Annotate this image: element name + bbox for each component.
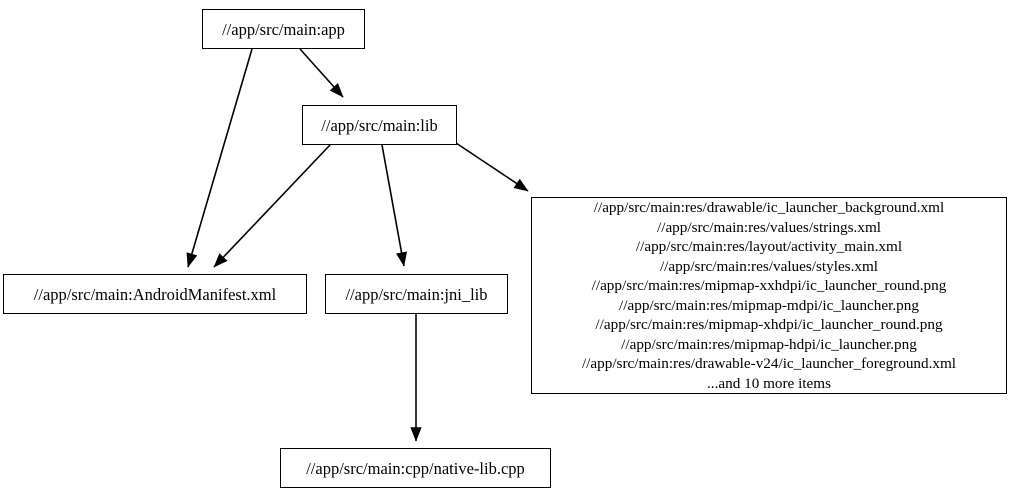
- graph-node-jni-lib[interactable]: //app/src/main:jni_lib: [325, 274, 508, 314]
- edge-lib-to-manifest: [213, 144, 331, 268]
- edge-app-to-lib: [299, 48, 344, 98]
- graph-node-android-manifest-label: //app/src/main:AndroidManifest.xml: [33, 284, 277, 304]
- edge-lib-to-jni-lib: [381, 144, 408, 267]
- edge-app-to-manifest: [186, 48, 253, 268]
- graph-node-app-label: //app/src/main:app: [222, 19, 345, 39]
- graph-node-native-lib-cpp[interactable]: //app/src/main:cpp/native-lib.cpp: [280, 448, 551, 488]
- edge-lib-to-res: [455, 142, 529, 192]
- graph-node-res-group-label: //app/src/main:res/drawable/ic_launcher_…: [581, 199, 957, 392]
- graph-node-jni-lib-label: //app/src/main:jni_lib: [345, 284, 488, 304]
- graph-node-native-lib-cpp-label: //app/src/main:cpp/native-lib.cpp: [306, 458, 525, 478]
- graph-node-android-manifest[interactable]: //app/src/main:AndroidManifest.xml: [3, 274, 307, 314]
- graph-node-app[interactable]: //app/src/main:app: [202, 9, 365, 49]
- graph-node-lib[interactable]: //app/src/main:lib: [302, 105, 457, 145]
- graph-node-lib-label: //app/src/main:lib: [321, 115, 438, 135]
- graph-node-res-group[interactable]: //app/src/main:res/drawable/ic_launcher_…: [531, 197, 1007, 394]
